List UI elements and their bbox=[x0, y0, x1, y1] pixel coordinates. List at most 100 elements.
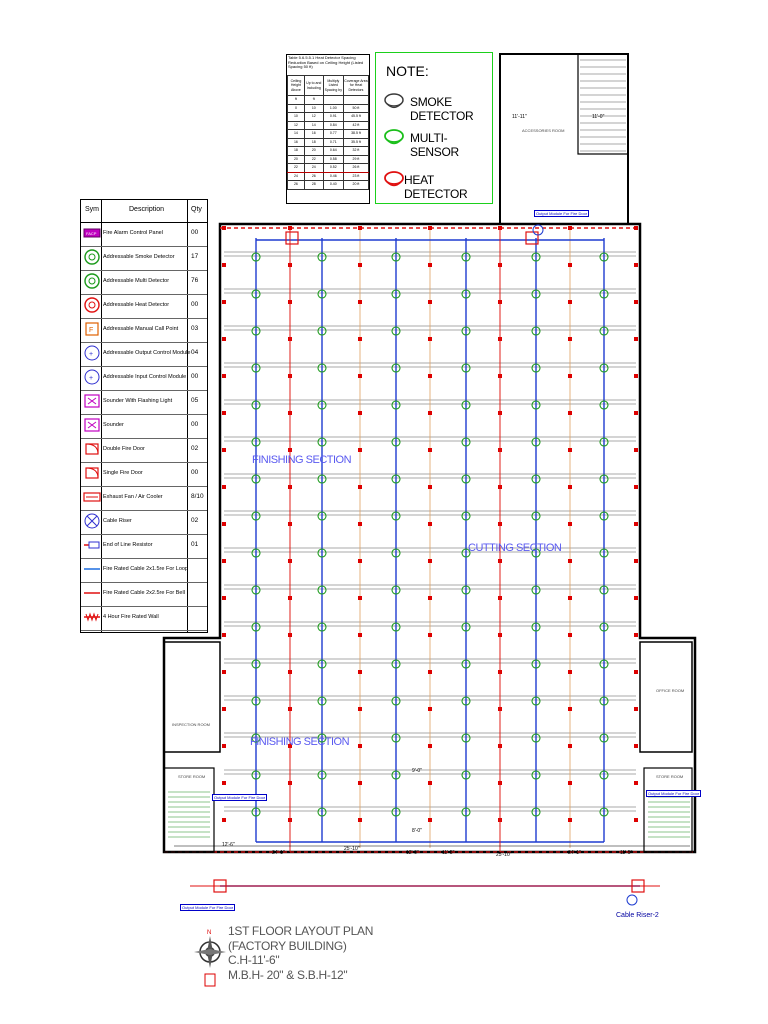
svg-text:+: + bbox=[89, 375, 93, 382]
room-label-accessories: ACCESSORIES ROOM bbox=[522, 128, 565, 133]
column bbox=[358, 596, 362, 600]
column bbox=[358, 670, 362, 674]
column bbox=[358, 337, 362, 341]
heat-detector-spacing-table: Table 5.6.5.5.1 Heat Detector Spacing Re… bbox=[286, 54, 370, 204]
column bbox=[222, 411, 226, 415]
multi-detector-symbol bbox=[317, 696, 327, 706]
output-module-label: Output Module For Fire Door bbox=[212, 794, 268, 801]
fire-door-symbol bbox=[631, 879, 645, 893]
multi-detector-symbol bbox=[461, 548, 471, 558]
multi-detector-symbol bbox=[599, 511, 609, 521]
column bbox=[634, 448, 638, 452]
column bbox=[428, 485, 432, 489]
multi-detector-symbol bbox=[599, 733, 609, 743]
fire-alarm-panel-icon: FACP bbox=[83, 228, 101, 238]
column bbox=[428, 744, 432, 748]
spacing-col-header: Coverage Area for Heat Detectors bbox=[342, 75, 369, 96]
cable-riser-label: Cable Riser-2 bbox=[616, 912, 659, 919]
column bbox=[568, 411, 572, 415]
multi-detector-symbol bbox=[251, 363, 261, 373]
floor-plan: FINISHING SECTION CUTTING SECTION FINISH… bbox=[160, 52, 702, 919]
dimension-label: 11'-0" bbox=[592, 114, 605, 120]
column bbox=[428, 707, 432, 711]
column bbox=[358, 374, 362, 378]
store-room-right-outline bbox=[643, 767, 693, 853]
output-module-label: Output Module For Fire Door bbox=[180, 904, 236, 911]
column bbox=[428, 633, 432, 637]
multi-detector-symbol bbox=[317, 252, 327, 262]
cable-riser-symbol bbox=[532, 224, 544, 236]
legend-quantity: 00 bbox=[191, 301, 199, 308]
multi-detector-symbol bbox=[391, 622, 401, 632]
multi-detector-symbol bbox=[531, 511, 541, 521]
legend-description: Double Fire Door bbox=[103, 446, 145, 452]
column bbox=[634, 744, 638, 748]
sounder-icon bbox=[84, 418, 100, 432]
column bbox=[568, 374, 572, 378]
multi-detector-symbol bbox=[531, 474, 541, 484]
column bbox=[222, 263, 226, 267]
dimension-label: 12'-6" bbox=[222, 842, 235, 848]
multi-detector-symbol bbox=[531, 548, 541, 558]
smoke-detector-icon bbox=[384, 93, 404, 109]
legend-quantity: 00 bbox=[191, 469, 199, 476]
column bbox=[568, 707, 572, 711]
input-module-icon: + bbox=[84, 369, 100, 385]
room-label-store-right: STORE ROOM bbox=[656, 774, 684, 779]
multi-detector-symbol bbox=[391, 585, 401, 595]
multi-detector-symbol bbox=[251, 807, 261, 817]
multi-detector-symbol bbox=[531, 289, 541, 299]
room-label-store-left: STORE ROOM bbox=[178, 774, 206, 779]
dimension-label: 9'-0" bbox=[412, 768, 422, 774]
multi-detector-symbol bbox=[461, 363, 471, 373]
multi-detector-symbol bbox=[317, 289, 327, 299]
dimension-label: 25'-10" bbox=[496, 852, 512, 858]
multi-detector-symbol bbox=[391, 289, 401, 299]
multi-detector-symbol bbox=[599, 252, 609, 262]
column bbox=[634, 485, 638, 489]
multi-detector-symbol bbox=[317, 807, 327, 817]
multi-detector-symbol bbox=[391, 770, 401, 780]
column bbox=[428, 374, 432, 378]
column bbox=[222, 707, 226, 711]
multi-detector-symbol bbox=[461, 659, 471, 669]
legend-quantity: 03 bbox=[191, 325, 199, 332]
column bbox=[568, 633, 572, 637]
multi-detector-symbol bbox=[251, 622, 261, 632]
multi-detector-symbol bbox=[461, 474, 471, 484]
multi-detector-symbol bbox=[461, 622, 471, 632]
legend-divider bbox=[187, 200, 188, 632]
column bbox=[568, 744, 572, 748]
multi-detector-symbol bbox=[317, 363, 327, 373]
multi-detector-symbol bbox=[391, 363, 401, 373]
legend-quantity: 01 bbox=[191, 541, 199, 548]
legend-description: Fire Alarm Control Panel bbox=[103, 230, 163, 236]
legend-quantity: 76 bbox=[191, 277, 199, 284]
column bbox=[634, 263, 638, 267]
column bbox=[428, 448, 432, 452]
note-item-multi: MULTI-SENSOR bbox=[376, 127, 492, 159]
section-label-finishing: FINISHING SECTION bbox=[252, 454, 352, 466]
legend-quantity: 02 bbox=[191, 445, 199, 452]
note-box: NOTE: SMOKE DETECTOR MULTI-SENSOR HEAT D… bbox=[375, 52, 493, 204]
multi-detector-symbol bbox=[391, 252, 401, 262]
multi-detector-symbol bbox=[391, 474, 401, 484]
column bbox=[222, 670, 226, 674]
multi-detector-symbol bbox=[391, 400, 401, 410]
multi-detector-symbol bbox=[391, 326, 401, 336]
column bbox=[222, 522, 226, 526]
sounder-flash-icon bbox=[84, 394, 100, 408]
multi-detector-symbol bbox=[531, 326, 541, 336]
multi-detector-symbol bbox=[251, 585, 261, 595]
output-module-label: Output Module For Fire Door bbox=[646, 790, 702, 797]
column bbox=[358, 744, 362, 748]
multi-detector-symbol bbox=[531, 659, 541, 669]
